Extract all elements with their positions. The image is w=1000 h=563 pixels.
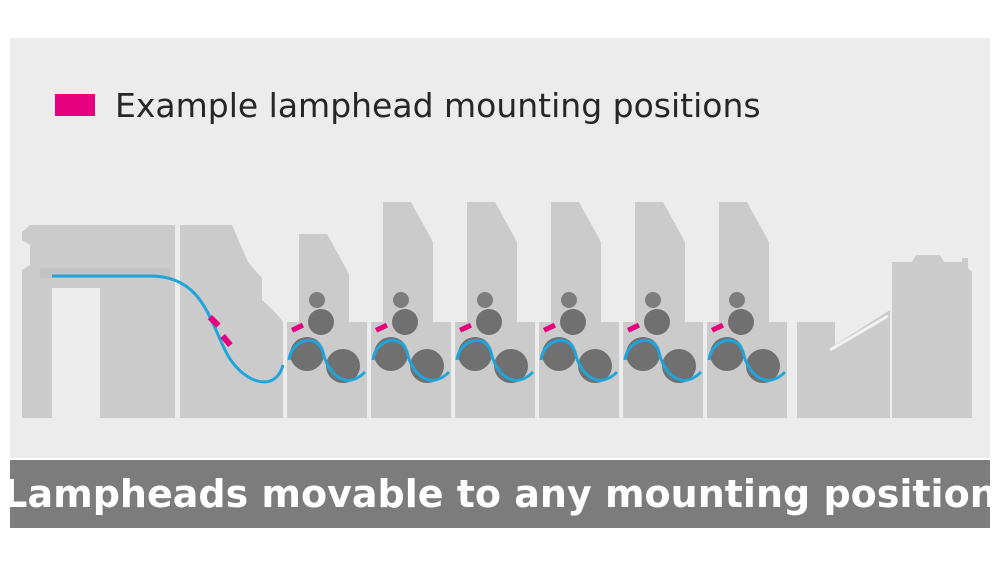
form-roller [393,292,409,308]
blanket-cylinder [626,337,660,371]
sheet-path-arc [371,339,451,382]
printing-unit [623,202,703,418]
sheet-path-arc [623,339,703,382]
lamphead-marker [711,322,724,333]
form-roller [729,292,745,308]
plate-cylinder [728,309,754,335]
inking-tower [299,234,349,322]
legend-label: Example lamphead mounting positions [115,85,761,125]
sheet-path-arc [539,339,619,382]
sheet-path [52,274,285,384]
lamphead-legend-swatch [55,94,95,116]
lamphead-marker [220,334,233,348]
legend: Example lamphead mounting positions [55,80,761,130]
printing-unit [539,202,619,418]
printing-unit [707,202,787,418]
lamphead-marker [543,322,556,333]
feeder-rail [40,268,170,278]
lamphead-marker [627,322,640,333]
delivery-unit [892,255,972,418]
lamphead-marker [375,322,388,333]
sheet-path-arc [287,339,367,382]
blanket-cylinder [290,337,324,371]
sheet-path-arc [707,339,787,382]
plate-cylinder [560,309,586,335]
feeder-unit [22,225,175,418]
plate-cylinder [308,309,334,335]
printing-unit [455,202,535,418]
inking-tower [383,202,433,322]
plate-cylinder [392,309,418,335]
blanket-cylinder [458,337,492,371]
sheet-path-arc [455,339,535,382]
inking-tower [635,202,685,322]
delivery-ramp [835,310,890,418]
plate-cylinder [476,309,502,335]
inking-tower [719,202,769,322]
blanket-cylinder [374,337,408,371]
blanket-cylinder [542,337,576,371]
blanket-cylinder [710,337,744,371]
banner: Lampheads movable to any mounting positi… [3,460,997,528]
plate-cylinder [644,309,670,335]
banner-text: Lampheads movable to any mounting positi… [3,472,997,516]
form-roller [477,292,493,308]
lamphead-marker [207,315,221,328]
form-roller [561,292,577,308]
inking-tower [467,202,517,322]
transfer-unit [180,225,283,418]
inking-tower [551,202,601,322]
printing-unit [287,234,367,418]
delivery-ramp-line [829,314,889,352]
form-roller [645,292,661,308]
delivery-conveyor [797,322,835,418]
lamphead-marker [291,322,304,333]
lamphead-marker [459,322,472,333]
form-roller [309,292,325,308]
printing-unit [371,202,451,418]
